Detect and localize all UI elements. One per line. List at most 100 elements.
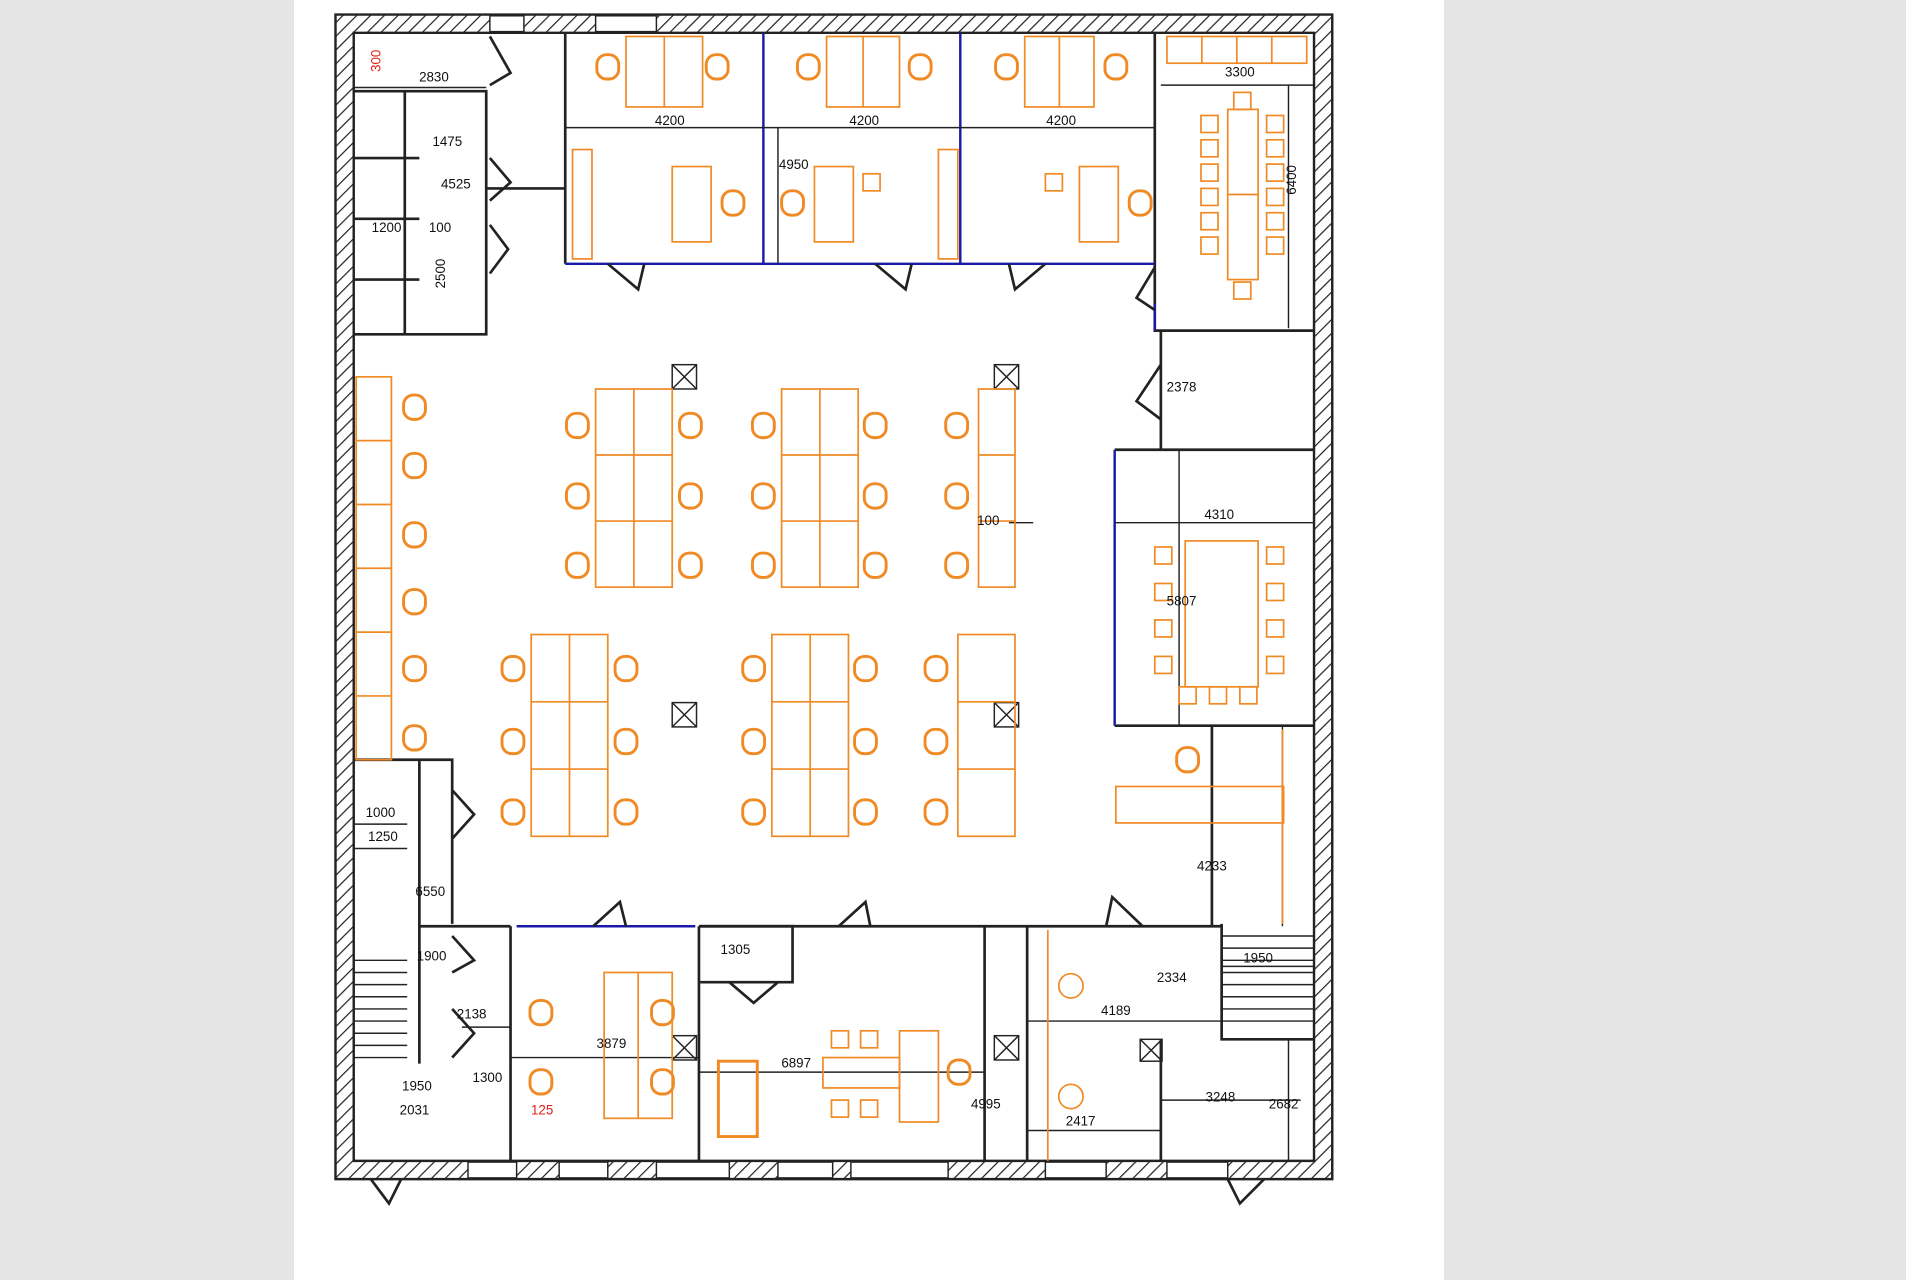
chair — [944, 482, 970, 510]
dimension-label: 4200 — [655, 113, 685, 128]
chair — [402, 724, 427, 752]
chair — [650, 998, 675, 1027]
doors — [369, 35, 1266, 1206]
dimension-label: 4310 — [1204, 507, 1234, 522]
chair — [862, 551, 888, 579]
desk — [1115, 785, 1285, 824]
elevator-shafts — [671, 363, 1163, 1062]
chair — [500, 727, 526, 756]
seat — [1265, 619, 1285, 638]
chair — [528, 1068, 554, 1096]
seat — [1232, 91, 1252, 111]
seat — [859, 1099, 879, 1118]
desk-cluster — [825, 35, 901, 108]
desk-cluster — [771, 633, 850, 838]
seat — [1265, 163, 1285, 182]
chair — [795, 53, 821, 81]
desk-cluster — [530, 633, 609, 838]
dimension-label: 2031 — [400, 1103, 430, 1118]
desk-cluster — [603, 971, 674, 1120]
seat — [1200, 211, 1219, 231]
furniture — [355, 35, 1308, 1161]
seat — [1265, 211, 1285, 231]
desk-cluster — [957, 633, 1016, 838]
seat — [862, 172, 881, 192]
chair — [750, 551, 776, 579]
seat — [830, 1029, 850, 1049]
chair — [720, 189, 746, 217]
windows — [467, 15, 1229, 1179]
dimension-label: 4200 — [849, 113, 879, 128]
dimension-label: 1900 — [417, 948, 447, 963]
chair — [595, 53, 621, 81]
cabinet — [716, 1059, 759, 1139]
dimension-label: 1305 — [721, 942, 751, 957]
dimension-label: 1475 — [432, 134, 462, 149]
chair — [500, 654, 526, 683]
glass-partitions — [516, 32, 1156, 928]
chair — [862, 411, 888, 440]
desk-cluster — [898, 1029, 940, 1123]
dimension-label: 2682 — [1269, 1097, 1299, 1112]
desk-cluster — [1166, 35, 1308, 65]
chair — [907, 53, 933, 81]
dimension-label: 1000 — [366, 805, 396, 820]
seat — [1200, 236, 1219, 255]
dimension-label: 1950 — [1243, 951, 1273, 966]
dimension-label: 2830 — [419, 69, 449, 84]
desk-cluster — [671, 165, 712, 243]
chair — [613, 727, 639, 756]
chair — [853, 654, 878, 683]
chair — [613, 798, 639, 826]
chair — [862, 482, 888, 510]
shaft-marker — [671, 363, 698, 390]
dimension-label: 125 — [531, 1103, 553, 1118]
desk — [898, 1029, 940, 1123]
chair — [704, 53, 730, 81]
chair — [1175, 746, 1201, 774]
dimension-label: 3300 — [1225, 65, 1255, 80]
chair — [564, 411, 590, 440]
chair — [853, 727, 878, 756]
dimension-label: 3248 — [1206, 1089, 1236, 1104]
seat — [830, 1099, 850, 1118]
desk-cluster — [977, 388, 1016, 588]
desk-cluster — [1078, 165, 1120, 243]
dimension-label: 4525 — [441, 176, 471, 191]
chair — [750, 482, 776, 510]
desk-cluster — [1226, 108, 1259, 281]
chair — [944, 551, 970, 579]
desk-cluster — [780, 388, 860, 588]
seat — [1200, 187, 1219, 207]
seat — [1153, 546, 1173, 565]
desk — [937, 148, 959, 260]
dimension-label: 100 — [429, 220, 451, 235]
seat — [1265, 187, 1285, 207]
seat — [1153, 655, 1173, 675]
chair — [500, 798, 526, 826]
shaft-marker — [993, 363, 1020, 390]
desk-cluster — [594, 388, 674, 588]
desk — [1184, 540, 1259, 688]
chair — [402, 521, 427, 549]
chair — [402, 588, 427, 616]
chair — [402, 451, 427, 480]
chair — [944, 411, 970, 440]
shaft-marker — [1139, 1038, 1163, 1062]
dimension-label: 3879 — [597, 1036, 627, 1051]
seat — [1200, 114, 1219, 134]
dimension-label: 4189 — [1101, 1003, 1131, 1018]
seat — [1200, 163, 1219, 182]
dimension-label: 2378 — [1167, 379, 1197, 394]
seat — [1044, 172, 1064, 192]
desk-cluster — [1023, 35, 1095, 108]
dimension-label: 2500 — [433, 259, 448, 289]
dimension-label: 4950 — [779, 157, 809, 172]
chair — [678, 411, 703, 440]
chair — [741, 654, 767, 683]
desk-cluster — [937, 148, 959, 260]
dimension-label: 6400 — [1284, 165, 1299, 195]
